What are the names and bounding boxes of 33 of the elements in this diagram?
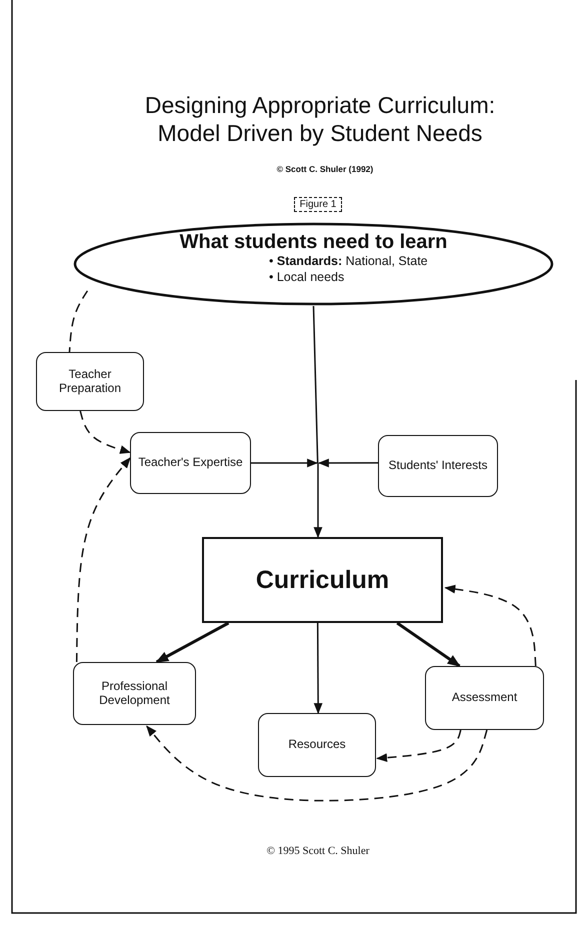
arrow <box>318 458 378 468</box>
node-label: Resources <box>288 738 346 752</box>
dashed-arrow <box>76 457 131 662</box>
curriculum-box <box>202 537 443 623</box>
node-label: Teacher's Expertise <box>138 456 243 470</box>
rounded-box <box>425 666 544 730</box>
dashed-arrow <box>146 725 488 802</box>
node-label: Assessment <box>452 691 518 705</box>
title: Designing Appropriate Curriculum: Model Driven by Student Needs <box>144 92 496 148</box>
rounded-box <box>73 662 196 725</box>
dashed-arrow <box>80 410 132 454</box>
arrow <box>396 622 461 668</box>
rounded-box <box>378 435 498 497</box>
ellipse-node <box>73 222 554 306</box>
figure-label: Figure 1 <box>294 197 342 212</box>
dashed-arrow <box>376 730 462 762</box>
bullet-text: • Standards: National, State <box>269 254 428 270</box>
node-label: Curriculum <box>256 566 390 594</box>
arrow <box>314 623 323 714</box>
node-label: Students' Interests <box>388 459 488 473</box>
bullet-text: • Local needs <box>269 270 344 286</box>
node-label: Professional Development <box>98 680 171 708</box>
copyright-note: © Scott C. Shuler (1992) <box>276 164 374 174</box>
rounded-box <box>36 352 144 411</box>
arrow <box>156 622 230 664</box>
copyright-note: © 1995 Scott C. Shuler <box>266 845 370 857</box>
arrow <box>314 463 322 538</box>
node-label: Teacher Preparation <box>58 368 122 396</box>
rounded-box <box>258 713 376 777</box>
rounded-box <box>130 432 251 494</box>
dashed-arrow <box>444 584 536 666</box>
arrow <box>251 458 318 468</box>
node-heading: What students need to learn <box>180 230 448 254</box>
